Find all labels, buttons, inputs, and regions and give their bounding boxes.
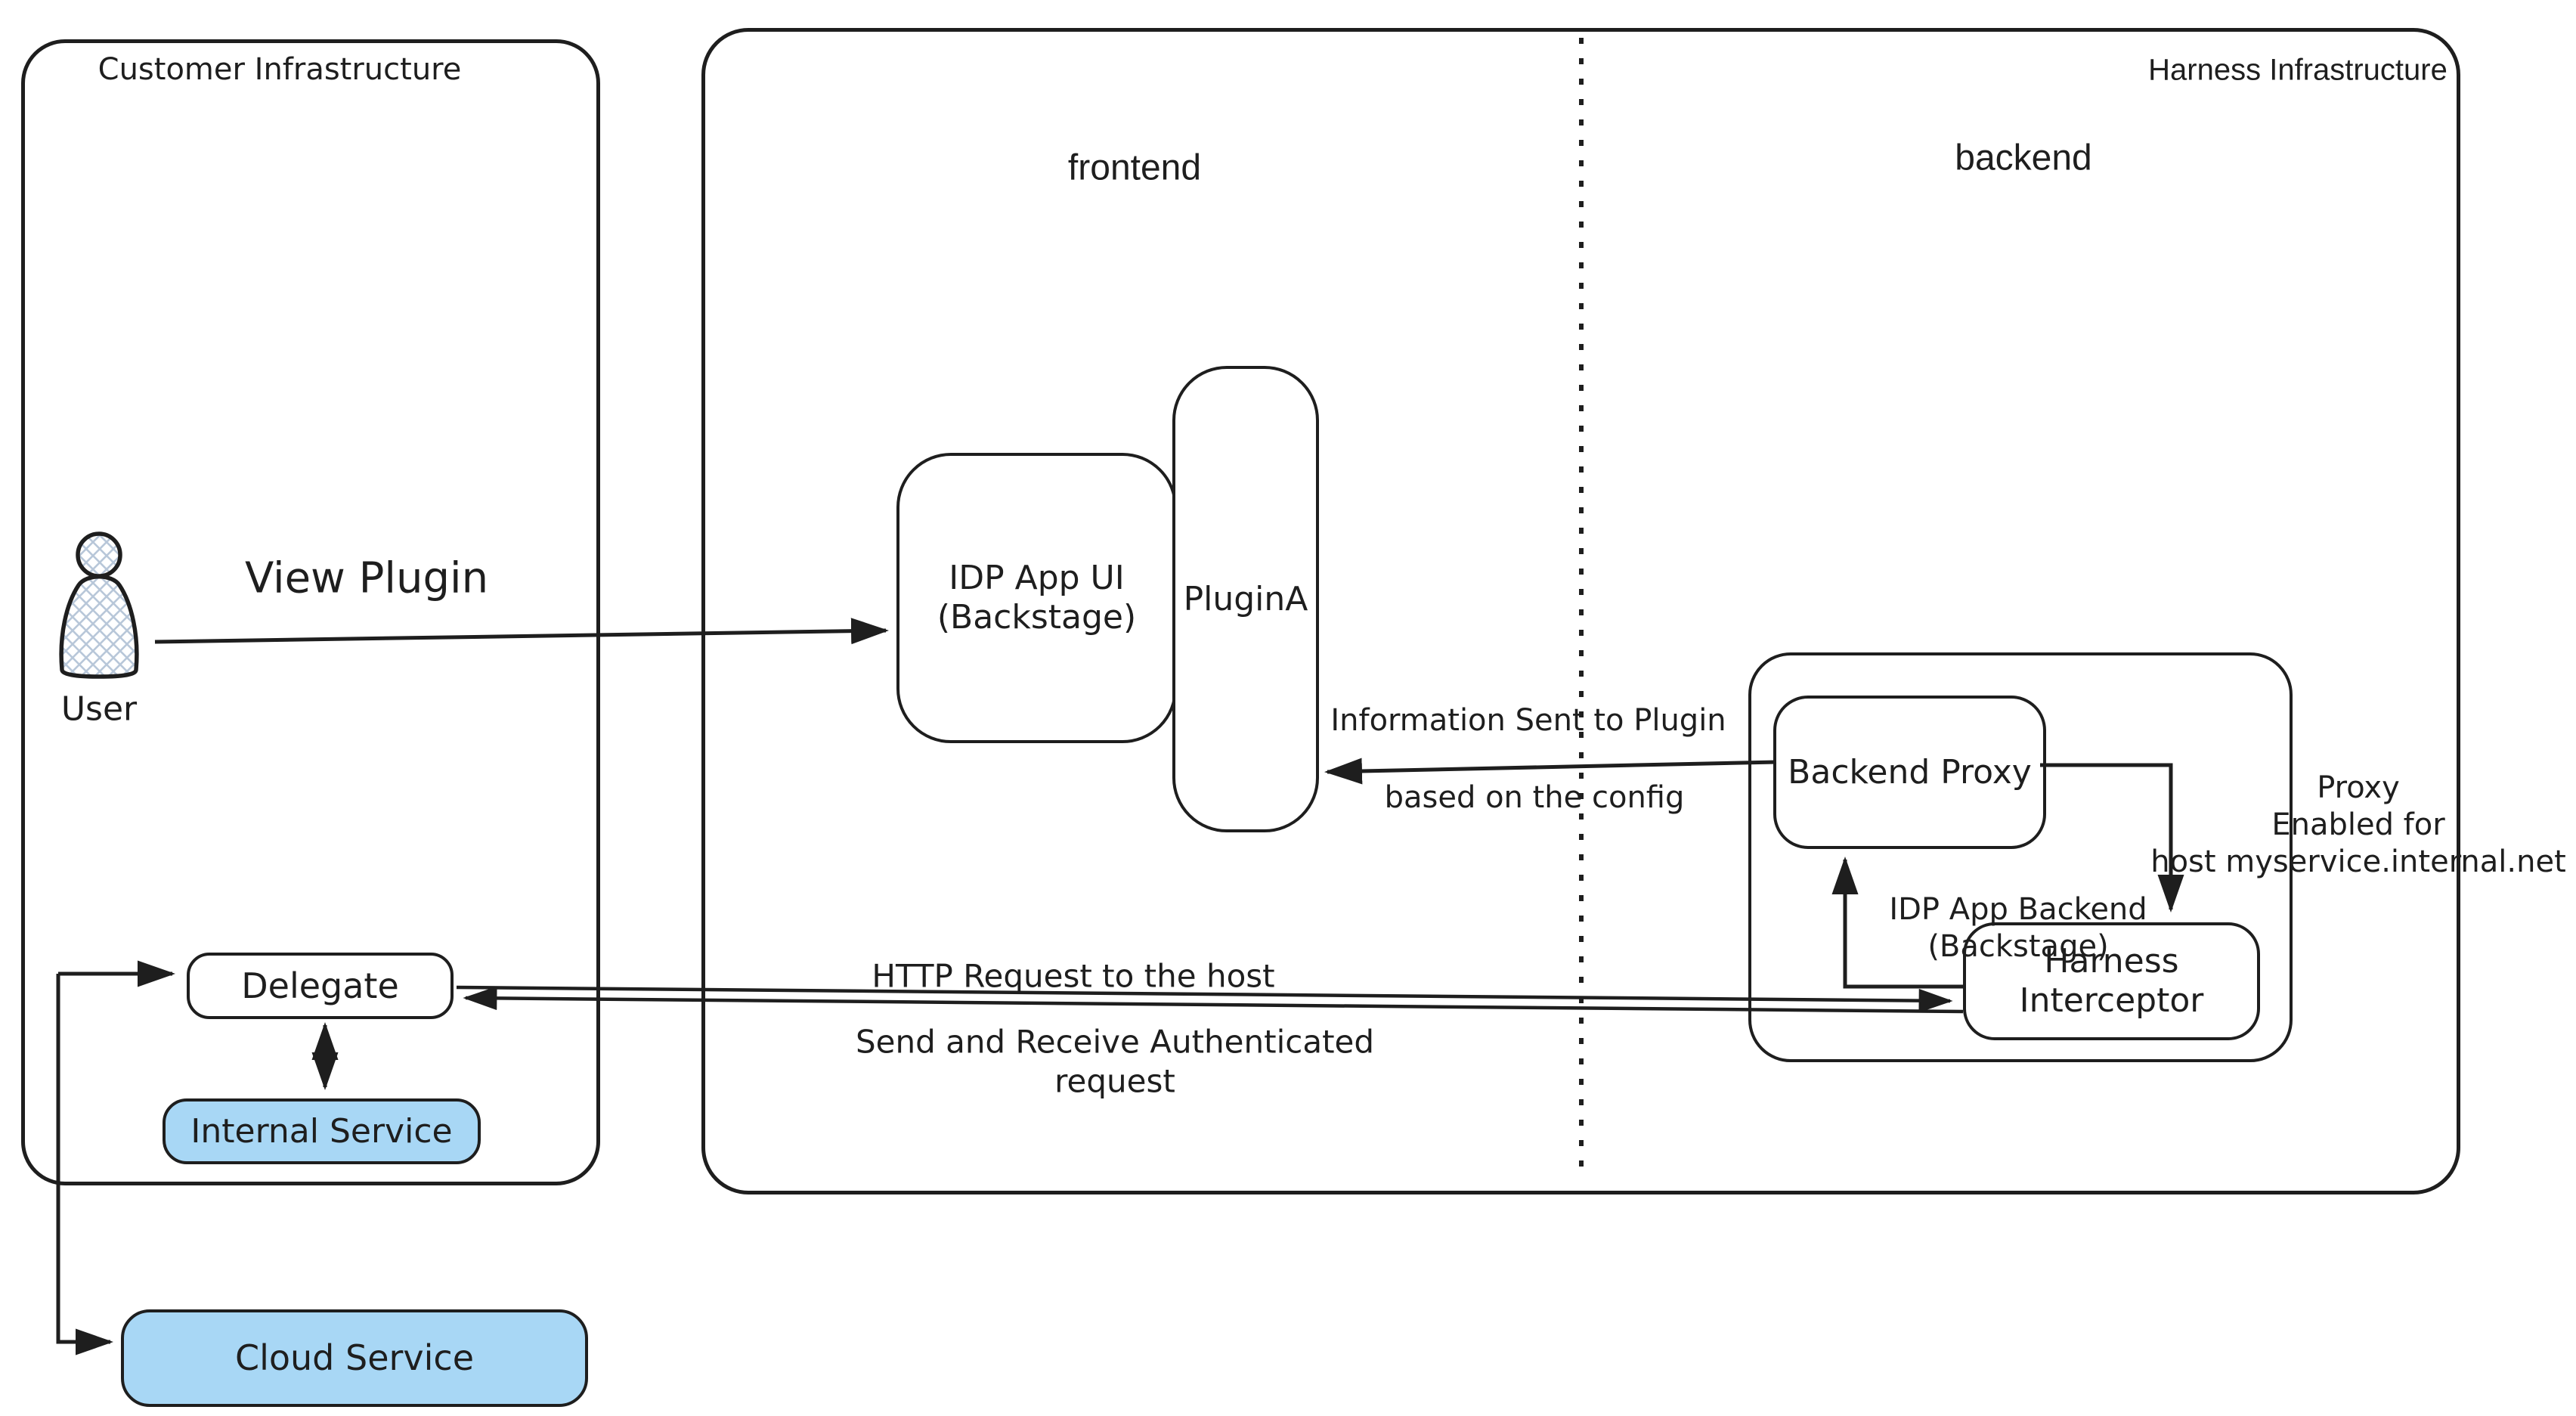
idp-app-backend-label-line1: IDP App Backend — [1889, 892, 2147, 928]
idp-app-ui-label-line1: IDP App UI — [949, 559, 1125, 598]
idp-app-backend-label: IDP App Backend (Backstage) — [1889, 891, 2147, 965]
cloud-service-label: Cloud Service — [234, 1337, 475, 1379]
frontend-section-label: frontend — [1067, 147, 1202, 188]
harness-infrastructure-label: Harness Infrastructure — [2148, 53, 2448, 87]
customer-infrastructure-box — [21, 39, 600, 1185]
user-label: User — [60, 689, 138, 729]
customer-infrastructure-label: Customer Infrastructure — [98, 52, 462, 87]
delegate-node: Delegate — [187, 953, 454, 1019]
internal-service-label: Internal Service — [190, 1111, 453, 1151]
harness-interceptor-label-line2: Interceptor — [2019, 981, 2204, 1020]
view-plugin-label: View Plugin — [244, 553, 489, 603]
proxy-enabled-label-line2: Enabled for — [2271, 807, 2445, 842]
delegate-label: Delegate — [241, 965, 399, 1006]
send-receive-label-line2: request — [1054, 1062, 1175, 1100]
idp-app-ui-node: IDP App UI (Backstage) — [896, 453, 1177, 743]
harness-interceptor-label-line1: Harness — [2044, 942, 2179, 981]
proxy-enabled-label: Proxy Enabled for host myservice.interna… — [2150, 770, 2566, 880]
cloud-service-node: Cloud Service — [121, 1309, 588, 1407]
http-request-label: HTTP Request to the host — [872, 957, 1275, 995]
idp-app-ui-label-line2: (Backstage) — [937, 598, 1137, 637]
plugin-a-node: PluginA — [1172, 366, 1319, 832]
backend-section-label: backend — [1955, 138, 2092, 178]
plugin-a-label: PluginA — [1183, 579, 1308, 618]
harness-infrastructure-box — [701, 28, 2460, 1194]
internal-service-node: Internal Service — [163, 1098, 481, 1164]
idp-app-backend-label-line2: (Backstage) — [1927, 929, 2109, 964]
idp-app-backend-group-box — [1748, 652, 2293, 1062]
backend-proxy-label: Backend Proxy — [1788, 752, 2032, 792]
backend-proxy-node: Backend Proxy — [1773, 696, 2046, 849]
send-receive-label-line1: Send and Receive Authenticated — [855, 1023, 1375, 1061]
info-sent-label-line1: Information Sent to Plugin — [1330, 703, 1726, 738]
harness-interceptor-node: Harness Interceptor — [1963, 922, 2260, 1040]
info-sent-label-line2: based on the config — [1384, 780, 1685, 815]
proxy-enabled-label-line3: host myservice.internal.net — [2150, 844, 2566, 879]
proxy-enabled-label-line1: Proxy — [2317, 770, 2400, 805]
